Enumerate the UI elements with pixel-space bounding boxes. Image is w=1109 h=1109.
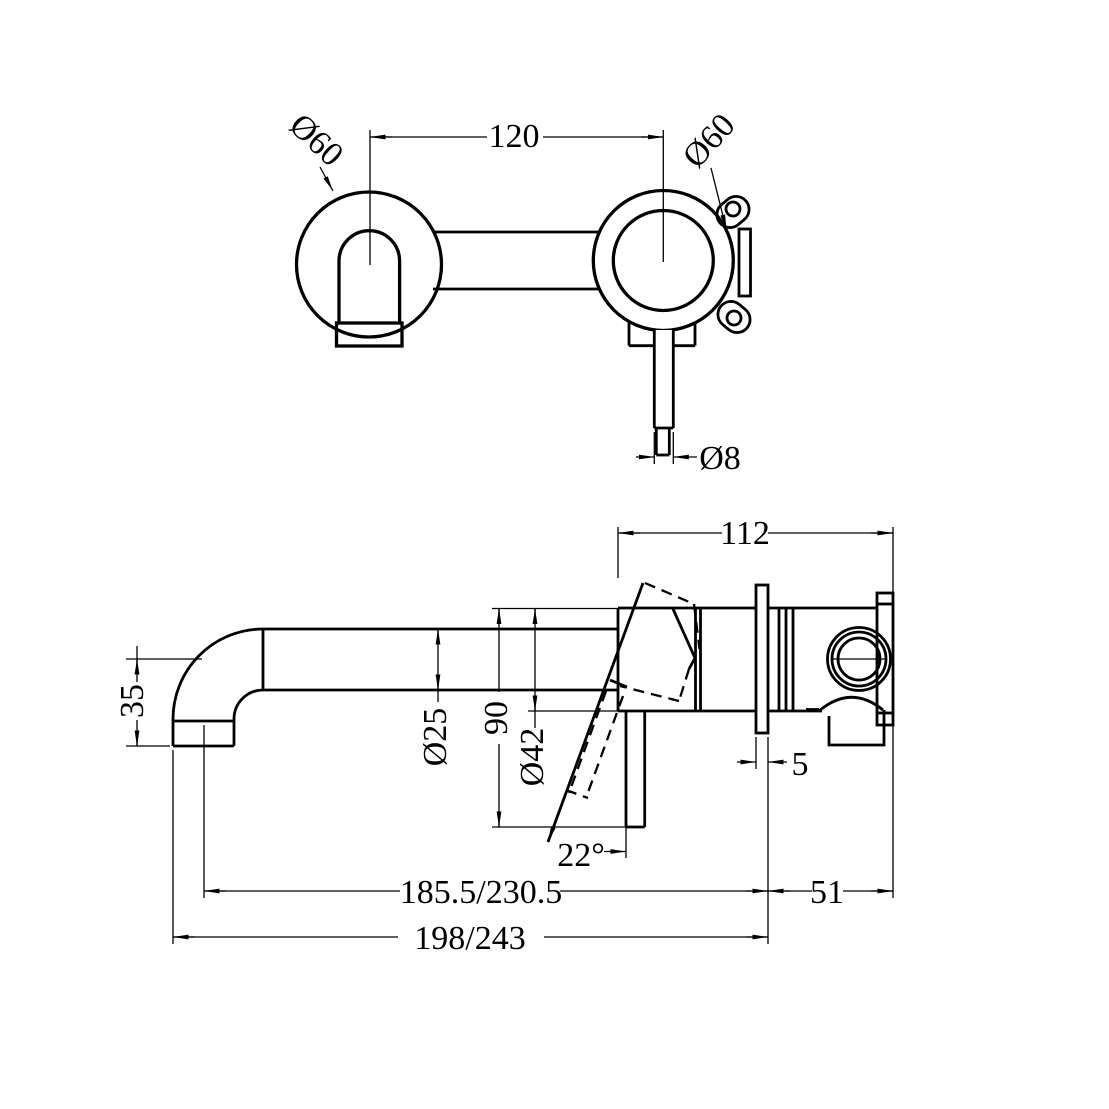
dim-wall-depth-label: 51	[810, 874, 844, 911]
dim-right-escutcheon-diameter-label: Ø60	[676, 107, 743, 175]
dim-reach-to-outlet-label: 185.5/230.5	[400, 874, 562, 911]
dim-overall-reach-label: 198/243	[414, 920, 525, 957]
dim-spout-drop-label: 35	[114, 684, 151, 718]
dim-spout-diameter-label: Ø25	[417, 708, 454, 767]
inwall-valve-side	[768, 591, 895, 747]
dim-lever-diameter-label: Ø8	[699, 440, 741, 477]
spout-side	[171, 627, 618, 748]
dim-handle-drop-label: 90	[478, 701, 515, 735]
wall-plate-side	[754, 583, 770, 735]
dim-total-depth-label: 112	[720, 515, 770, 552]
dim-center-distance-label: 120	[489, 118, 540, 155]
side-view: 112 35 Ø25 90 Ø	[114, 515, 895, 957]
handle-knob-side	[546, 581, 701, 843]
handle-escutcheon-front	[591, 188, 735, 457]
mixer-body-side	[616, 606, 756, 713]
side-dimensions: 112 35 Ø25 90 Ø	[114, 515, 894, 957]
spout-escutcheon-front	[294, 190, 444, 348]
dim-handle-base-diameter-label: Ø42	[514, 728, 551, 787]
dim-handle-angle-label: 22°	[557, 837, 605, 874]
wall-bracket-front	[715, 195, 752, 334]
dim-plate-thickness-label: 5	[792, 746, 809, 783]
dim-left-escutcheon-diameter-label: Ø60	[282, 107, 350, 174]
connecting-bar	[433, 230, 599, 291]
front-view: 120 Ø60 Ø60 Ø8	[282, 107, 752, 477]
handle-lever-front	[652, 330, 675, 457]
